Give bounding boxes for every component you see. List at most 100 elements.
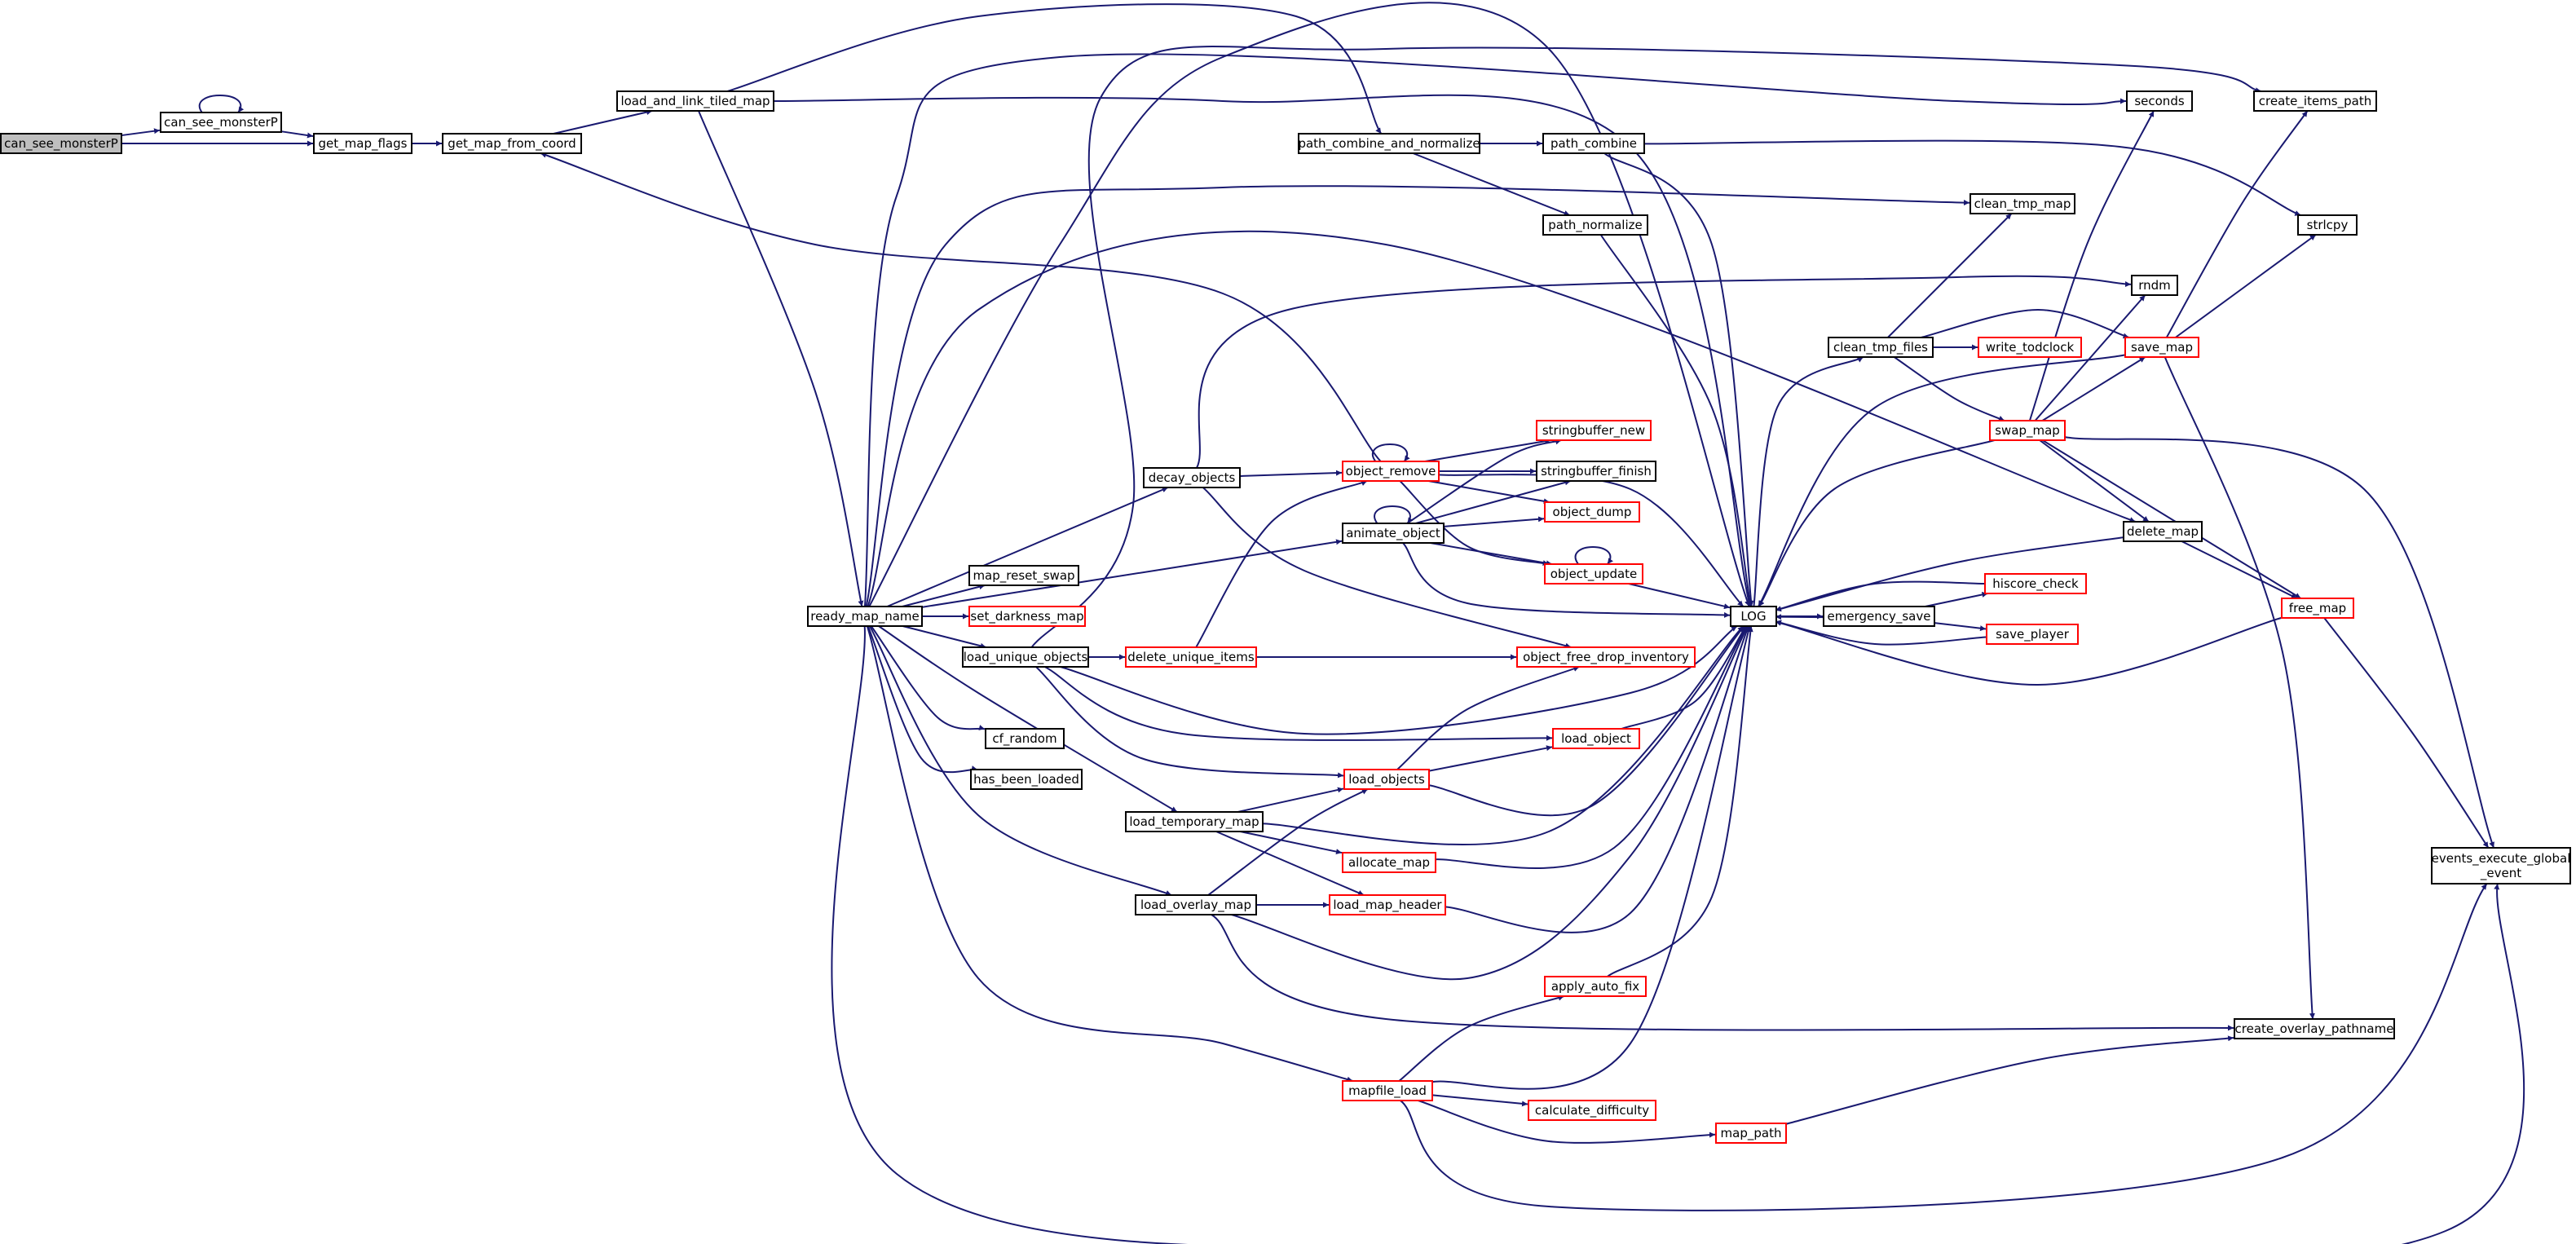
- edge-mapfile_load-to-apply_auto_fix: [1398, 995, 1564, 1082]
- edge-decay_objects-to-rndm: [1196, 275, 2132, 469]
- node-load-objects[interactable]: load_objects: [1343, 769, 1430, 790]
- node-calculate-difficulty[interactable]: calculate_difficulty: [1528, 1100, 1656, 1121]
- node-apply-auto-fix[interactable]: apply_auto_fix: [1544, 976, 1647, 997]
- node-hiscore-check[interactable]: hiscore_check: [1984, 573, 2087, 594]
- edge-load_overlay_map-to-load_objects: [1207, 788, 1369, 896]
- edge-line: [2164, 356, 2315, 1020]
- node-load-unique-objects[interactable]: load_unique_objects: [962, 646, 1089, 668]
- edge-line: [1621, 625, 1747, 730]
- edge-can_see_monsterP-to-can_see_monsterP: [198, 95, 245, 113]
- node-load-and-link-tiled-map[interactable]: load_and_link_tiled_map: [616, 90, 774, 112]
- edge-delete_map-to-free_map: [2181, 540, 2298, 599]
- edge-swap_map-to-LOG: [1758, 439, 1995, 607]
- node-object-update[interactable]: object_update: [1544, 563, 1643, 585]
- node-clean-tmp-map[interactable]: clean_tmp_map: [1969, 193, 2075, 214]
- node-load-temporary-map[interactable]: load_temporary_map: [1125, 811, 1264, 832]
- node-path-normalize[interactable]: path_normalize: [1542, 214, 1648, 236]
- node-clean-tmp-files[interactable]: clean_tmp_files: [1828, 337, 1934, 358]
- node-box: [1342, 1080, 1433, 1101]
- edge-mapfile_load-to-LOG: [1431, 625, 1752, 1090]
- node-stringbuffer-finish[interactable]: stringbuffer_finish: [1536, 461, 1656, 482]
- node-delete-map[interactable]: delete_map: [2123, 521, 2203, 542]
- node-can-see-monsterP-root[interactable]: can_see_monsterP: [0, 133, 122, 154]
- node-ready-map-name[interactable]: ready_map_name: [807, 606, 923, 627]
- node-box: [0, 133, 122, 154]
- node-get-map-from-coord[interactable]: get_map_from_coord: [442, 133, 582, 154]
- node-allocate-map[interactable]: allocate_map: [1342, 852, 1436, 873]
- edge-line: [1574, 546, 1613, 565]
- node-label: get_map_from_coord: [448, 136, 576, 152]
- node-can-see-monsterP[interactable]: can_see_monsterP: [160, 112, 282, 133]
- node-label: set_darkness_map: [970, 609, 1083, 624]
- edge-load_objects-to-load_object: [1427, 745, 1553, 772]
- node-box: [1536, 420, 1652, 441]
- node-events-execute-global-event[interactable]: events_execute_global_event: [2431, 847, 2571, 884]
- node-load-overlay-map[interactable]: load_overlay_map: [1135, 894, 1257, 915]
- edge-line: [902, 584, 986, 607]
- edge-ready_map_name-to-delete_map: [867, 230, 2136, 607]
- edge-line: [2034, 294, 2146, 421]
- node-animate-object[interactable]: animate_object: [1342, 523, 1445, 544]
- node-object-remove[interactable]: object_remove: [1342, 461, 1440, 482]
- edge-line: [1374, 505, 1414, 524]
- node-box: [1989, 420, 2066, 441]
- node-box: [1544, 501, 1640, 523]
- edge-emergency_save-to-hiscore_check: [1925, 592, 1988, 607]
- node-LOG[interactable]: LOG: [1730, 606, 1777, 627]
- node-swap-map[interactable]: swap_map: [1989, 420, 2066, 441]
- node-box: [160, 112, 282, 133]
- edge-line: [1402, 542, 1731, 618]
- node-write-todclock[interactable]: write_todclock: [1978, 337, 2082, 358]
- node-has-been-loaded[interactable]: has_been_loaded: [970, 769, 1083, 790]
- node-decay-objects[interactable]: decay_objects: [1143, 467, 1241, 488]
- node-map-reset-swap[interactable]: map_reset_swap: [968, 565, 1079, 586]
- edge-path_normalize-to-LOG: [1599, 234, 1753, 607]
- node-create-items-path[interactable]: create_items_path: [2253, 90, 2377, 112]
- node-free-map[interactable]: free_map: [2281, 598, 2354, 619]
- edge-line: [540, 152, 1382, 462]
- edge-line: [1237, 787, 1344, 813]
- edge-line: [2323, 617, 2490, 849]
- node-rndm[interactable]: rndm: [2131, 275, 2178, 296]
- edge-animate_object-to-object_update: [1430, 542, 1552, 567]
- node-cf-random[interactable]: cf_random: [985, 728, 1065, 749]
- edge-animate_object-to-stringbuffer_new: [1406, 439, 1562, 524]
- node-emergency-save[interactable]: emergency_save: [1823, 606, 1935, 627]
- node-label: map_path: [1721, 1126, 1782, 1141]
- node-stringbuffer-new[interactable]: stringbuffer_new: [1536, 420, 1652, 441]
- edge-mapfile_load-to-map_path: [1418, 1100, 1716, 1144]
- node-box: [1135, 894, 1257, 915]
- node-seconds[interactable]: seconds: [2126, 90, 2193, 112]
- node-object-dump[interactable]: object_dump: [1544, 501, 1640, 523]
- node-label: seconds: [2134, 94, 2184, 108]
- node-get-map-flags[interactable]: get_map_flags: [313, 133, 412, 154]
- node-object-free-drop-inventory[interactable]: object_free_drop_inventory: [1516, 646, 1696, 668]
- node-label: load_object: [1561, 731, 1631, 747]
- node-create-overlay-pathname[interactable]: create_overlay_pathname: [2234, 1018, 2395, 1039]
- node-save-player[interactable]: save_player: [1986, 624, 2079, 645]
- node-path-combine[interactable]: path_combine: [1542, 133, 1645, 154]
- node-load-map-header[interactable]: load_map_header: [1329, 894, 1446, 915]
- edge-line: [1887, 213, 2013, 338]
- node-load-object[interactable]: load_object: [1552, 728, 1640, 749]
- edge-load_objects-to-object_free_drop_inventory: [1396, 666, 1580, 770]
- node-box: [1823, 606, 1935, 627]
- node-box: [2253, 90, 2377, 112]
- edge-line: [1238, 470, 1343, 478]
- node-box: [1125, 646, 1257, 668]
- edge-line: [1753, 356, 1864, 607]
- node-strlcpy[interactable]: strlcpy: [2297, 214, 2358, 236]
- edge-object_remove-to-object_update: [1399, 480, 1549, 566]
- node-map-path[interactable]: map_path: [1715, 1123, 1787, 1144]
- edge-line: [1261, 625, 1745, 846]
- node-save-map[interactable]: save_map: [2124, 337, 2199, 358]
- node-set-darkness-map[interactable]: set_darkness_map: [968, 606, 1086, 627]
- node-box: [1342, 461, 1440, 482]
- edge-line: [1437, 474, 1745, 607]
- node-mapfile-load[interactable]: mapfile_load: [1342, 1080, 1433, 1101]
- node-box: [1342, 852, 1436, 873]
- node-delete-unique-items[interactable]: delete_unique_items: [1125, 646, 1257, 668]
- edge-get_map_from_coord-to-load_and_link_tiled_map: [553, 109, 653, 135]
- node-path-combine-and-normalize[interactable]: path_combine_and_normalize: [1298, 133, 1480, 154]
- edge-load_and_link_tiled_map-to-path_combine_and_normalize: [726, 3, 1383, 135]
